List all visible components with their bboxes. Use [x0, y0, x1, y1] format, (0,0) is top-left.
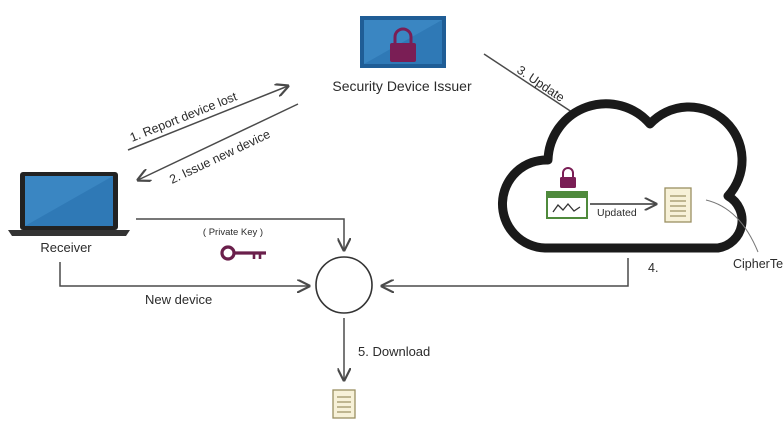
step4-label: 4. — [648, 261, 658, 275]
download-arrow-group: 5. Download — [344, 318, 430, 380]
private-key: ( Private Key ) — [203, 227, 266, 261]
step1-arrow — [127, 86, 288, 151]
cloud-icon — [498, 99, 747, 253]
document-icon — [664, 187, 692, 223]
private-key-label: ( Private Key ) — [203, 227, 263, 238]
new-device-arrow-group: New device — [59, 262, 309, 307]
download-label: 5. Download — [358, 344, 430, 359]
lock-screen-icon — [360, 16, 446, 68]
key-icon — [220, 245, 266, 261]
new-device-label: New device — [145, 292, 212, 307]
downloaded-document-icon — [332, 389, 356, 419]
hub-node — [315, 256, 373, 314]
receiver-label: Receiver — [40, 240, 92, 255]
step4-arrow — [382, 258, 629, 286]
ciphertext-callout: CipherTex — [705, 199, 783, 271]
step1-label: 1. Report device lost — [128, 89, 239, 145]
step2-arrow-group: 2. Issue new device — [138, 103, 299, 187]
step2-arrow — [138, 103, 299, 180]
lock-icon — [560, 167, 576, 188]
receiver-node: Receiver — [8, 172, 130, 255]
step3-label: 3. Update — [514, 63, 567, 105]
ciphertext-label: CipherTex — [733, 257, 783, 271]
chip-icon — [546, 191, 588, 219]
issuer-node: Security Device Issuer — [332, 16, 472, 94]
laptop-icon — [8, 172, 130, 236]
issuer-label: Security Device Issuer — [332, 78, 472, 94]
new-device-arrow — [59, 262, 309, 286]
receiver-to-hub-arrow — [136, 218, 344, 250]
ciphertext-leader — [705, 199, 759, 253]
step4-arrow-group: 4. — [382, 258, 658, 286]
cloud-node: Updated — [498, 99, 747, 253]
updated-label: Updated — [597, 207, 637, 219]
step2-label: 2. Issue new device — [167, 127, 272, 187]
